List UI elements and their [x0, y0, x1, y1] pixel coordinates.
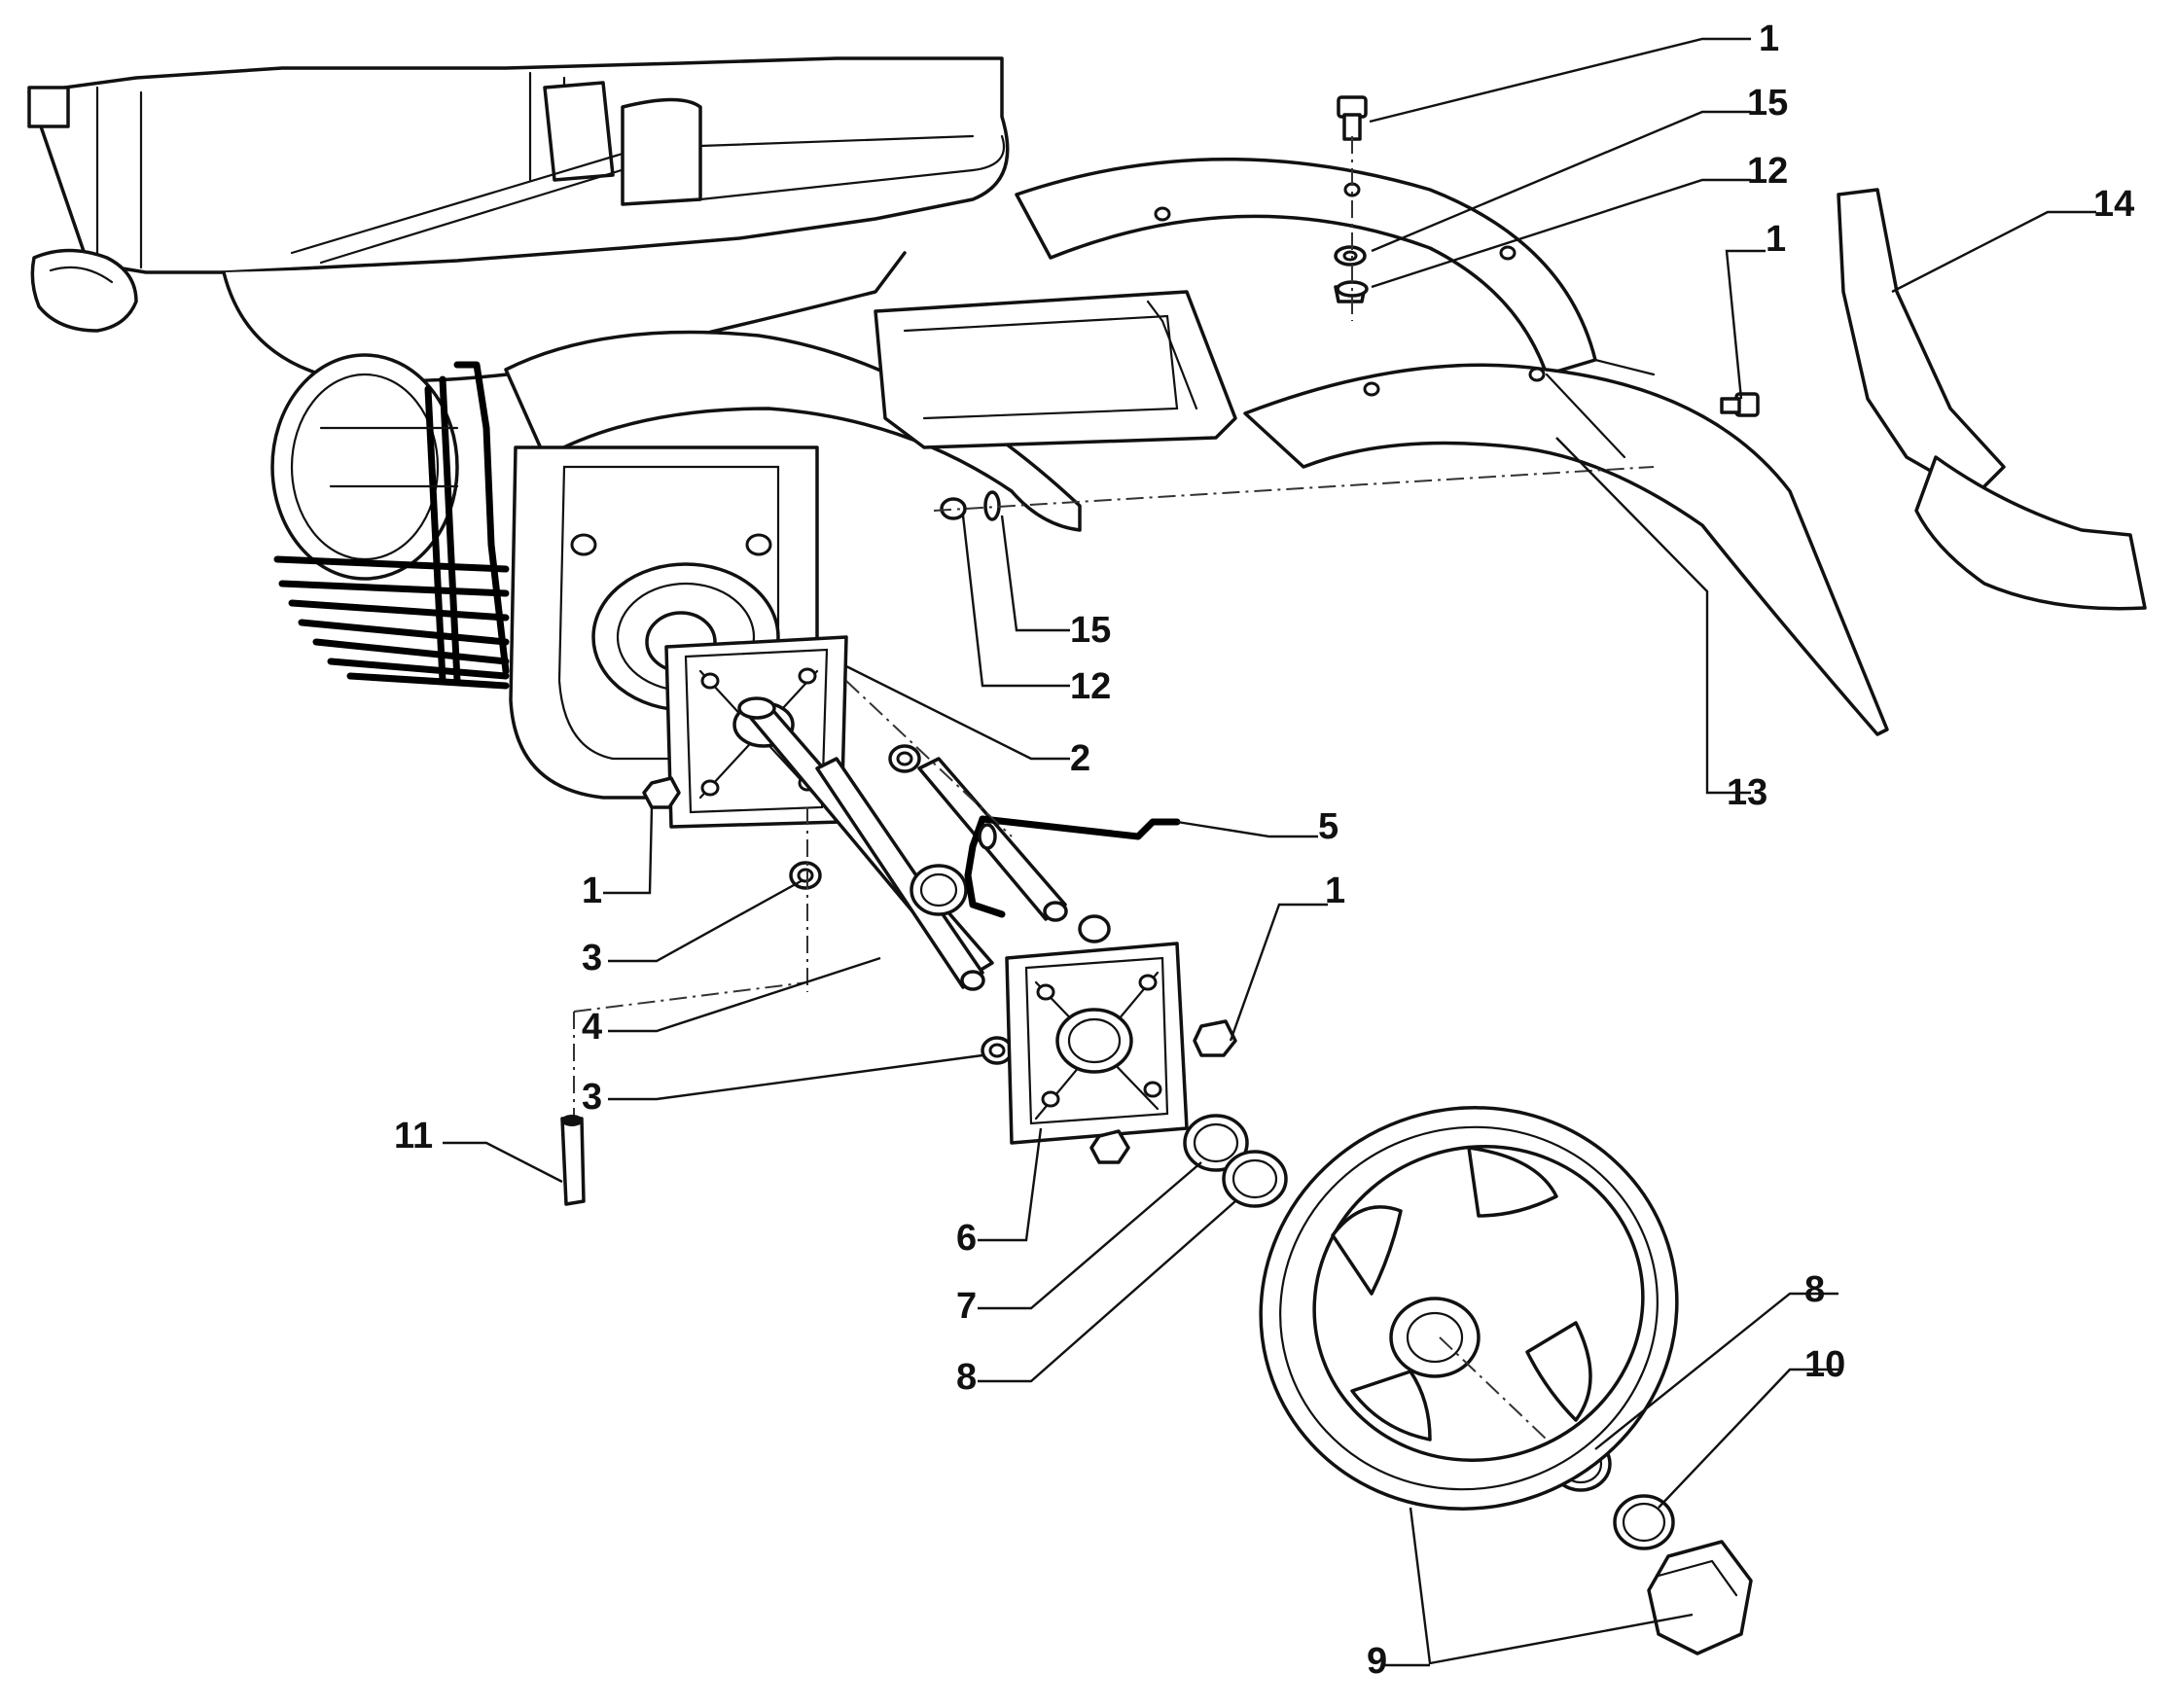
hub-cap: [1647, 1540, 1753, 1655]
callout-13-fender: 13: [1727, 772, 1767, 813]
callout-6-right-bracket: 6: [956, 1218, 977, 1259]
callout-14-scraper: 14: [2093, 184, 2134, 225]
callout-12-top-nut: 12: [1747, 151, 1788, 192]
bushings: [1183, 1114, 1675, 1550]
callout-3-washer: 3: [582, 938, 602, 979]
callout-12-nut: 12: [1070, 666, 1111, 707]
callout-11-linch-pin: 11: [394, 1116, 433, 1156]
callout-8-bushing: 8: [956, 1357, 977, 1398]
tiller-body: [27, 56, 1010, 383]
callout-10-hub-cap: 10: [1804, 1344, 1845, 1385]
transmission-housing: [504, 290, 1237, 800]
callout-8-outer-bushing: 8: [1804, 1269, 1825, 1310]
callout-15-top-washer: 15: [1747, 83, 1788, 124]
wheel: [1259, 1106, 1679, 1511]
linch-pin: [560, 1115, 586, 1206]
callout-3-lower-washer: 3: [582, 1077, 602, 1118]
callout-1-fender-bolt: 1: [1766, 219, 1786, 260]
callout-9-wheel: 9: [1367, 1641, 1387, 1682]
fasteners-top: [933, 95, 1760, 521]
axle-assembly: [573, 635, 1237, 1164]
callout-7-bushing: 7: [956, 1286, 977, 1327]
callout-2-bracket: 2: [1070, 738, 1090, 779]
scraper-blade: [1837, 188, 2147, 611]
tine-assembly: [270, 353, 510, 690]
callout-15-washer: 15: [1070, 610, 1111, 651]
callout-1-top-bolt: 1: [1759, 18, 1779, 59]
callout-4-pin: 4: [582, 1007, 602, 1048]
fender: [1015, 157, 1889, 736]
callout-1-left-nut: 1: [582, 871, 602, 911]
callout-5-clip: 5: [1318, 806, 1338, 847]
leader-lines: [443, 37, 2096, 1667]
callout-1-nut: 1: [1325, 871, 1345, 911]
callout-labels: 1 15 12 14 1 15 12 2 13 5 1 1 3 4 3 11 6…: [394, 18, 2134, 1682]
